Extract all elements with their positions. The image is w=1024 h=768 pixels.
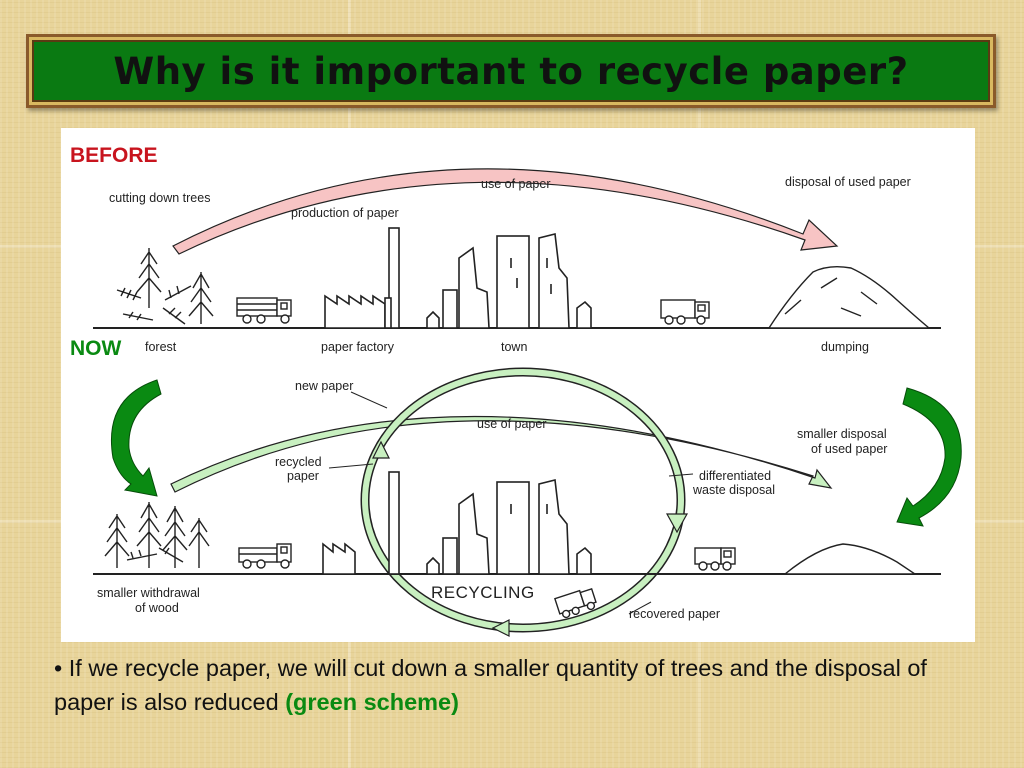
- label-smaller-withdrawal-line2: of wood: [135, 601, 179, 615]
- recycling-diagram: BEFORE cutting down trees production of …: [70, 144, 962, 637]
- now-label: NOW: [70, 337, 122, 360]
- label-smaller-disposal-line1: smaller disposal: [797, 427, 887, 441]
- town-buildings-icon: [426, 479, 592, 575]
- label-dumping: dumping: [821, 340, 869, 354]
- log-truck-icon: [238, 543, 292, 569]
- factory-icon: [324, 227, 400, 329]
- new-paper-arrow: [170, 415, 833, 493]
- label-forest: forest: [145, 340, 177, 354]
- small-truck-icon: [660, 299, 710, 325]
- dump-pile-icon: [783, 543, 918, 575]
- label-recycled-paper-line1: recycled: [275, 455, 322, 469]
- loop-arrowhead-bottom: [491, 619, 510, 637]
- leader-lines: [328, 391, 694, 615]
- title-banner: Why is it important to recycle paper?: [26, 34, 996, 108]
- label-paper-factory: paper factory: [321, 340, 395, 354]
- label-cutting-down-trees: cutting down trees: [109, 191, 210, 205]
- tree-icon: [116, 248, 214, 325]
- label-production-of-paper: production of paper: [291, 206, 399, 220]
- log-truck-icon: [236, 297, 292, 324]
- recycling-truck-icon: [554, 587, 597, 619]
- right-side-arrow: [896, 387, 962, 527]
- tree-icon: [104, 502, 210, 568]
- loop-arrowhead-left: [372, 440, 390, 459]
- dump-pile-icon: [767, 265, 931, 329]
- factory-icon: [322, 471, 400, 575]
- recycling-loop-fill: [362, 369, 684, 631]
- label-differentiated-line1: differentiated: [699, 469, 771, 483]
- label-new-paper: new paper: [295, 379, 353, 393]
- label-town: town: [501, 340, 527, 354]
- label-smaller-withdrawal-line1: smaller withdrawal: [97, 586, 200, 600]
- label-recycling: RECYCLING: [431, 583, 535, 602]
- bullet-point: • If we recycle paper, we will cut down …: [54, 651, 984, 719]
- label-smaller-disposal-line2: of used paper: [811, 442, 887, 456]
- label-use-of-paper-now: use of paper: [477, 417, 547, 431]
- label-recycled-paper-line2: paper: [287, 469, 319, 483]
- bullet-text: • If we recycle paper, we will cut down …: [54, 655, 927, 715]
- before-label: BEFORE: [70, 144, 158, 167]
- small-truck-icon: [694, 547, 736, 571]
- label-use-of-paper-before: use of paper: [481, 177, 551, 191]
- town-buildings-icon: [426, 233, 592, 329]
- slide-title: Why is it important to recycle paper?: [113, 49, 909, 93]
- loop-arrowhead-right: [665, 513, 689, 534]
- label-recovered-paper: recovered paper: [629, 607, 720, 621]
- label-differentiated-line2: waste disposal: [692, 483, 775, 497]
- left-side-arrow: [110, 379, 162, 497]
- bullet-highlight: (green scheme): [285, 689, 459, 715]
- before-cycle-arrow: [172, 168, 839, 255]
- label-disposal-of-used-paper: disposal of used paper: [785, 175, 911, 189]
- diagram-panel: BEFORE cutting down trees production of …: [61, 128, 975, 642]
